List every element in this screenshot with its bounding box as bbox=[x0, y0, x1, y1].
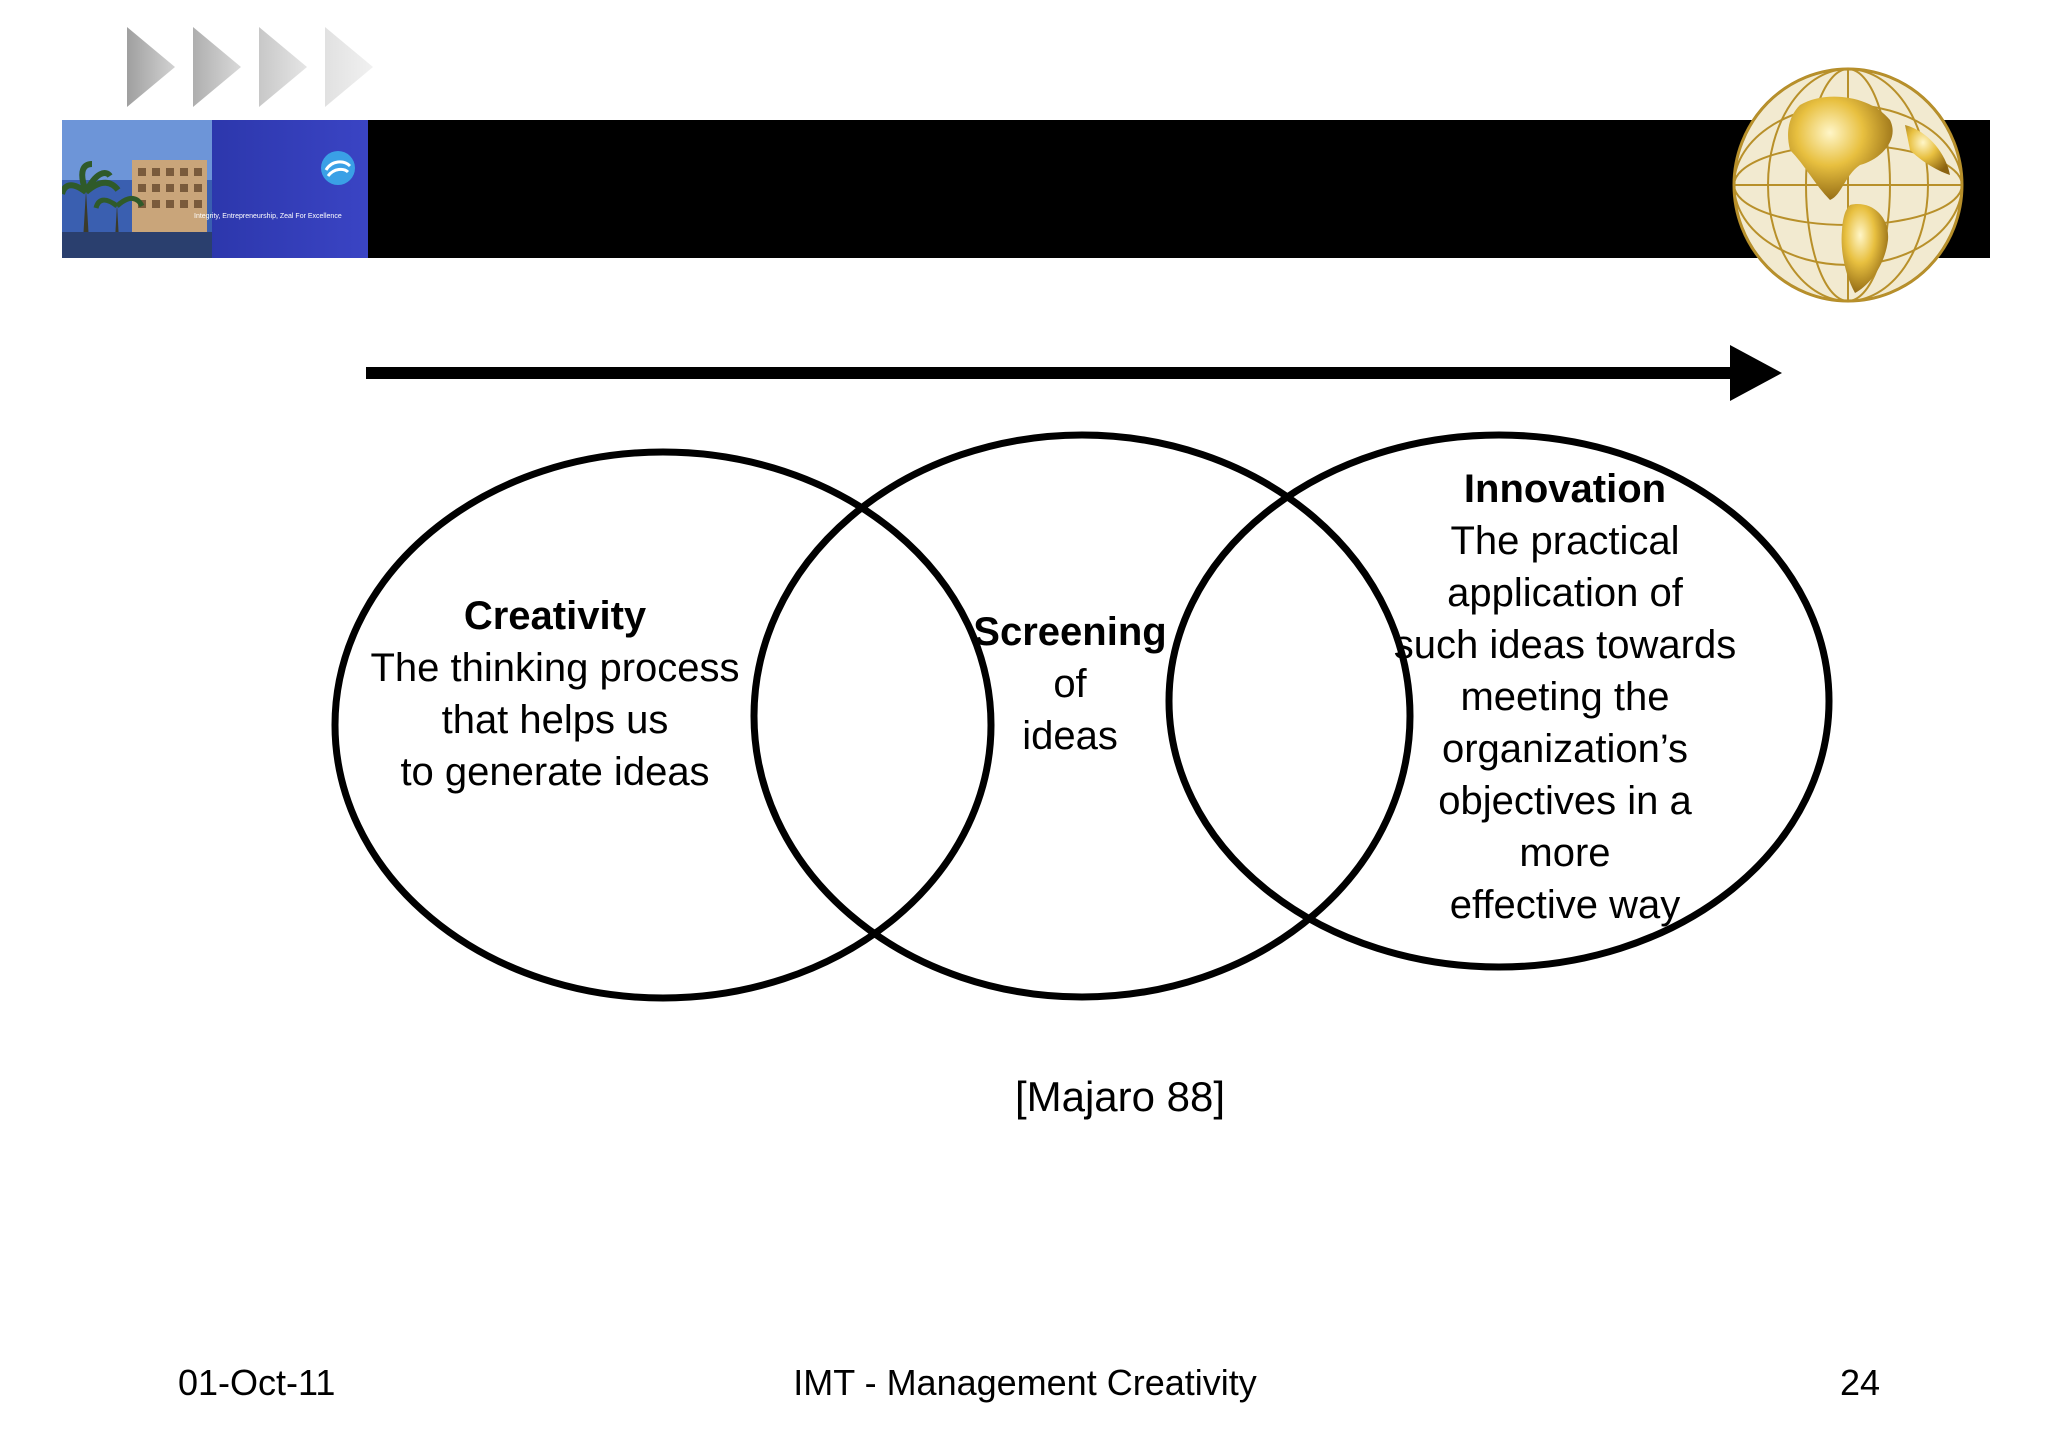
chevron-icon bbox=[325, 27, 373, 107]
footer-title: IMT - Management Creativity bbox=[793, 1362, 1257, 1403]
screening-line: ideas bbox=[1022, 714, 1118, 758]
arrow-head-icon bbox=[1730, 345, 1782, 401]
innovation-line: The practical bbox=[1450, 519, 1680, 563]
footer-date: 01-Oct-11 bbox=[178, 1362, 336, 1403]
citation: [Majaro 88] bbox=[1014, 1073, 1226, 1120]
creativity-line: to generate ideas bbox=[400, 750, 710, 794]
header-band bbox=[62, 120, 1990, 258]
screening-label: Screening of ideas bbox=[940, 606, 1200, 762]
creativity-line: that helps us bbox=[441, 698, 669, 742]
innovation-line: meeting the bbox=[1460, 675, 1670, 719]
innovation-title: Innovation bbox=[1463, 467, 1667, 511]
screening-line: of bbox=[1053, 662, 1087, 706]
innovation-line: organization’s bbox=[1441, 727, 1689, 771]
chevron-icon bbox=[127, 27, 175, 107]
innovation-line: objectives in a bbox=[1438, 779, 1692, 823]
process-flow-arrow bbox=[366, 345, 1782, 401]
screening-title: Screening bbox=[973, 610, 1167, 654]
gold-globe-icon bbox=[1732, 67, 1964, 303]
innovation-line: effective way bbox=[1449, 883, 1681, 927]
innovation-label: Innovation The practical application of … bbox=[1355, 463, 1775, 931]
institute-emblem-icon bbox=[321, 151, 355, 185]
innovation-line: application of bbox=[1447, 571, 1683, 615]
innovation-line: such ideas towards bbox=[1393, 623, 1737, 667]
creativity-line: The thinking process bbox=[370, 646, 740, 690]
innovation-line: more bbox=[1519, 831, 1611, 875]
institute-logo-banner: Integrity, Entrepreneurship, Zeal For Ex… bbox=[62, 120, 368, 258]
page-number: 24 bbox=[1839, 1362, 1880, 1403]
logo-tagline: Integrity, Entrepreneurship, Zeal For Ex… bbox=[194, 213, 342, 220]
creativity-title: Creativity bbox=[463, 594, 647, 638]
arrow-shaft bbox=[366, 367, 1734, 379]
campus-building-icon bbox=[62, 120, 212, 258]
chevron-icon bbox=[193, 27, 241, 107]
chevron-decoration-icon bbox=[127, 27, 373, 107]
chevron-icon bbox=[259, 27, 307, 107]
creativity-label: Creativity The thinking process that hel… bbox=[330, 590, 780, 798]
